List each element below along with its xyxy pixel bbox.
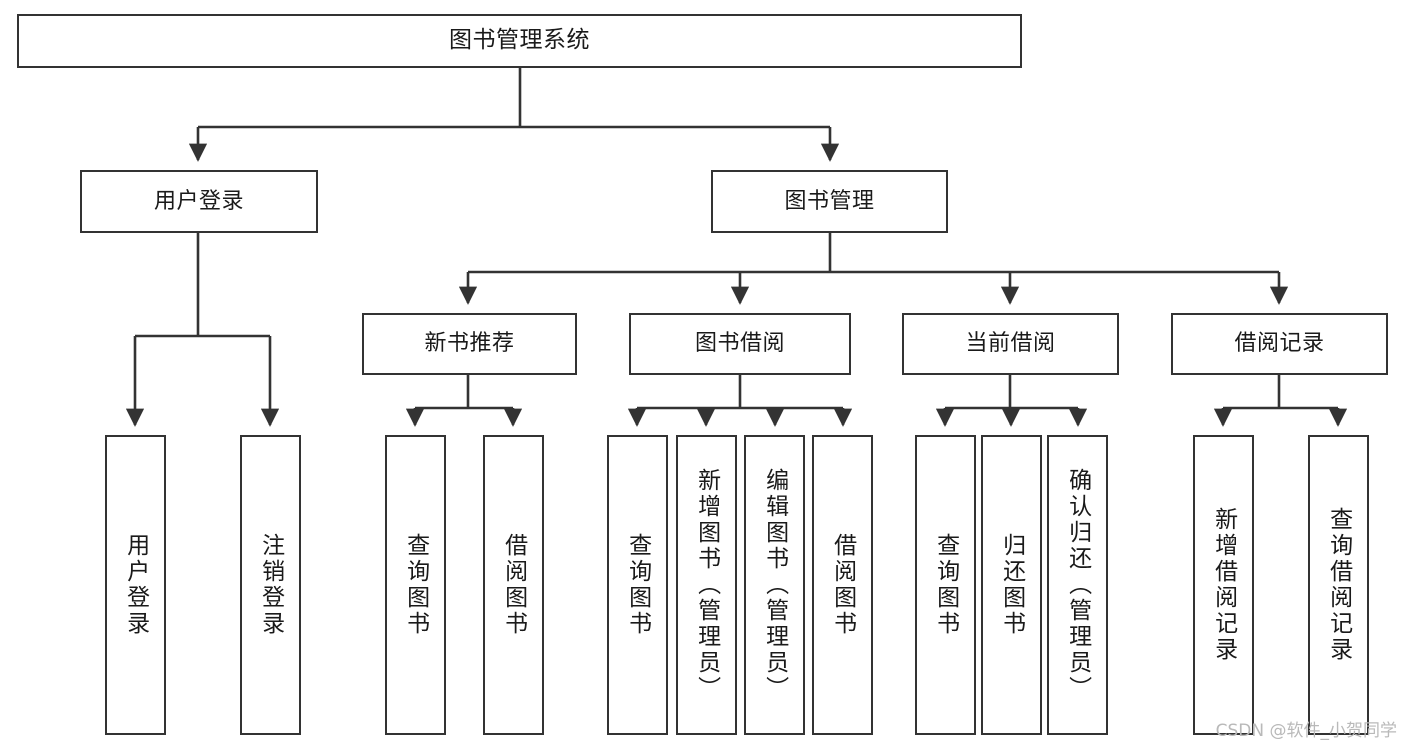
node-user-login[interactable]: 用户登录 <box>80 170 318 233</box>
node-label: 注销登录 <box>257 533 284 637</box>
node-label: 查询图书 <box>932 533 959 637</box>
leaf-borrow-book-recommend[interactable]: 借阅图书 <box>483 435 544 735</box>
leaf-user-logout[interactable]: 注销登录 <box>240 435 301 735</box>
node-label: 用户登录 <box>122 533 149 637</box>
node-label: 图书借阅 <box>694 331 785 357</box>
node-label: 查询图书 <box>624 533 651 637</box>
leaf-query-book-recommend[interactable]: 查询图书 <box>385 435 446 735</box>
node-book-manage[interactable]: 图书管理 <box>711 170 948 233</box>
leaf-confirm-return-admin[interactable]: 确认归还（管理员） <box>1047 435 1108 735</box>
leaf-query-book-current[interactable]: 查询图书 <box>915 435 976 735</box>
node-new-book-rec[interactable]: 新书推荐 <box>362 313 577 375</box>
leaf-edit-book-admin[interactable]: 编辑图书（管理员） <box>744 435 805 735</box>
node-label: 图书管理 <box>784 188 875 214</box>
node-label: 当前借阅 <box>965 331 1056 357</box>
node-label: 用户登录 <box>153 188 244 214</box>
node-label: 图书管理系统 <box>449 27 590 54</box>
node-label: 新增借阅记录 <box>1210 507 1237 663</box>
node-label: 借阅记录 <box>1234 331 1325 357</box>
node-root-system[interactable]: 图书管理系统 <box>17 14 1022 68</box>
leaf-borrow-book[interactable]: 借阅图书 <box>812 435 873 735</box>
node-current-borrow[interactable]: 当前借阅 <box>902 313 1119 375</box>
node-label: 归还图书 <box>998 533 1025 637</box>
leaf-add-book-admin[interactable]: 新增图书（管理员） <box>676 435 737 735</box>
node-book-borrow[interactable]: 图书借阅 <box>629 313 851 375</box>
leaf-user-login[interactable]: 用户登录 <box>105 435 166 735</box>
leaf-query-book-borrow[interactable]: 查询图书 <box>607 435 668 735</box>
node-label: 新增图书（管理员） <box>693 468 720 702</box>
leaf-return-book[interactable]: 归还图书 <box>981 435 1042 735</box>
node-label: 新书推荐 <box>424 331 515 357</box>
leaf-add-borrow-record[interactable]: 新增借阅记录 <box>1193 435 1254 735</box>
node-label: 编辑图书（管理员） <box>761 468 788 702</box>
node-borrow-record[interactable]: 借阅记录 <box>1171 313 1388 375</box>
node-label: 查询图书 <box>402 533 429 637</box>
node-label: 借阅图书 <box>500 533 527 637</box>
node-label: 确认归还（管理员） <box>1064 468 1091 702</box>
node-label: 借阅图书 <box>829 533 856 637</box>
leaf-query-borrow-record[interactable]: 查询借阅记录 <box>1308 435 1369 735</box>
node-label: 查询借阅记录 <box>1325 507 1352 663</box>
watermark: CSDN @软件_小贺同学 <box>1215 721 1397 741</box>
